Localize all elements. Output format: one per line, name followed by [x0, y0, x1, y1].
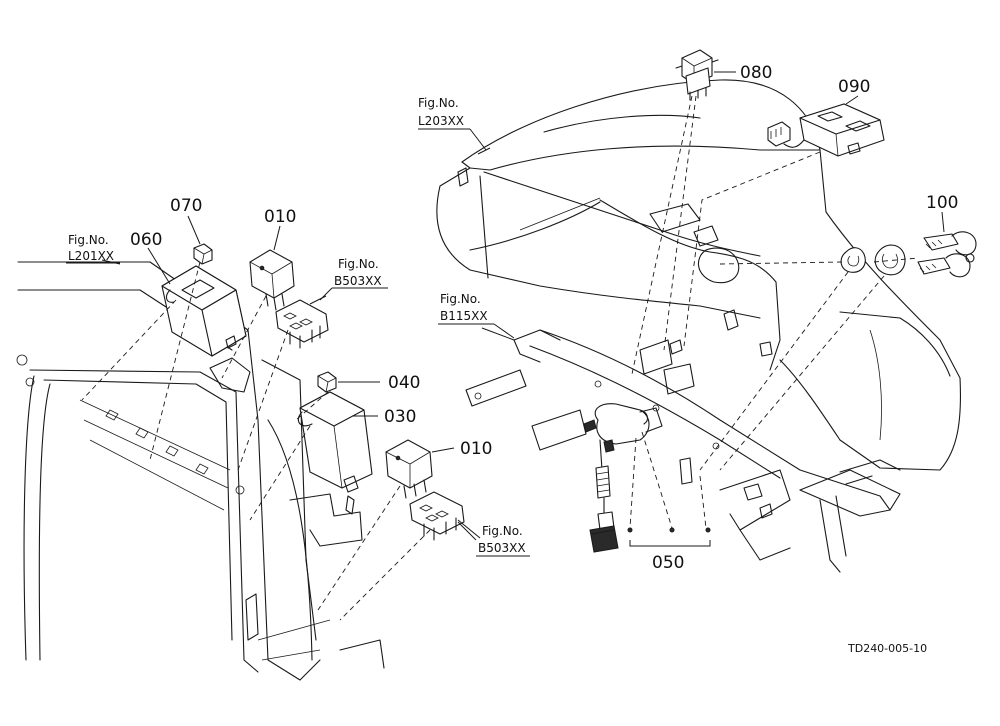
label-080: 080	[740, 63, 772, 83]
callout-leaders	[101, 71, 945, 547]
nut-070	[193, 243, 213, 265]
dashboard-housing	[436, 79, 961, 471]
key-switch-050	[583, 403, 663, 553]
relay-socket-lower	[409, 491, 465, 541]
label-030: 030	[384, 407, 416, 427]
flasher-unit-030	[297, 391, 373, 493]
ref-b503xx-lower: Fig.No. B503XX	[457, 521, 530, 557]
relay-010-lower	[385, 439, 433, 499]
ref-l203xx: Fig.No. L203XX	[418, 96, 487, 151]
label-010-lower: 010	[460, 439, 492, 459]
drawing-code: TD240-005-10	[847, 642, 927, 655]
label-070: 070	[170, 196, 202, 216]
relay-010-upper	[249, 249, 295, 311]
ref-b503b-code: B503XX	[478, 541, 526, 555]
ref-b503a-code: B503XX	[334, 274, 382, 288]
switch-panel-090	[767, 103, 885, 157]
steering-bracket-b115	[465, 329, 901, 573]
nut-040	[317, 371, 337, 393]
label-100: 100	[926, 193, 958, 213]
ref-l203-title: Fig.No.	[418, 96, 459, 110]
ref-b115-title: Fig.No.	[440, 292, 481, 306]
label-090: 090	[838, 77, 870, 97]
ref-l201-title: Fig.No.	[68, 233, 109, 247]
key-set-100	[840, 231, 977, 278]
label-060: 060	[130, 230, 162, 250]
ref-b503a-title: Fig.No.	[338, 257, 379, 271]
ref-l203-code: L203XX	[418, 114, 464, 128]
label-040: 040	[388, 373, 420, 393]
cab-frame-panel	[16, 261, 385, 681]
ref-b503xx-upper: Fig.No. B503XX	[319, 257, 388, 301]
dashed-leader-lines	[81, 95, 919, 621]
relay-bracket-060	[161, 265, 247, 357]
switch-080	[675, 49, 719, 101]
relay-socket-upper	[275, 299, 329, 349]
ref-b115xx: Fig.No. B115XX	[438, 292, 515, 339]
ref-l201-code: L201XX	[68, 249, 114, 263]
label-050: 050	[652, 553, 684, 573]
ref-l201xx: Fig.No. L201XX	[66, 233, 120, 264]
ref-b503b-title: Fig.No.	[482, 524, 523, 538]
ref-b115-code: B115XX	[440, 309, 488, 323]
label-010-upper: 010	[264, 207, 296, 227]
